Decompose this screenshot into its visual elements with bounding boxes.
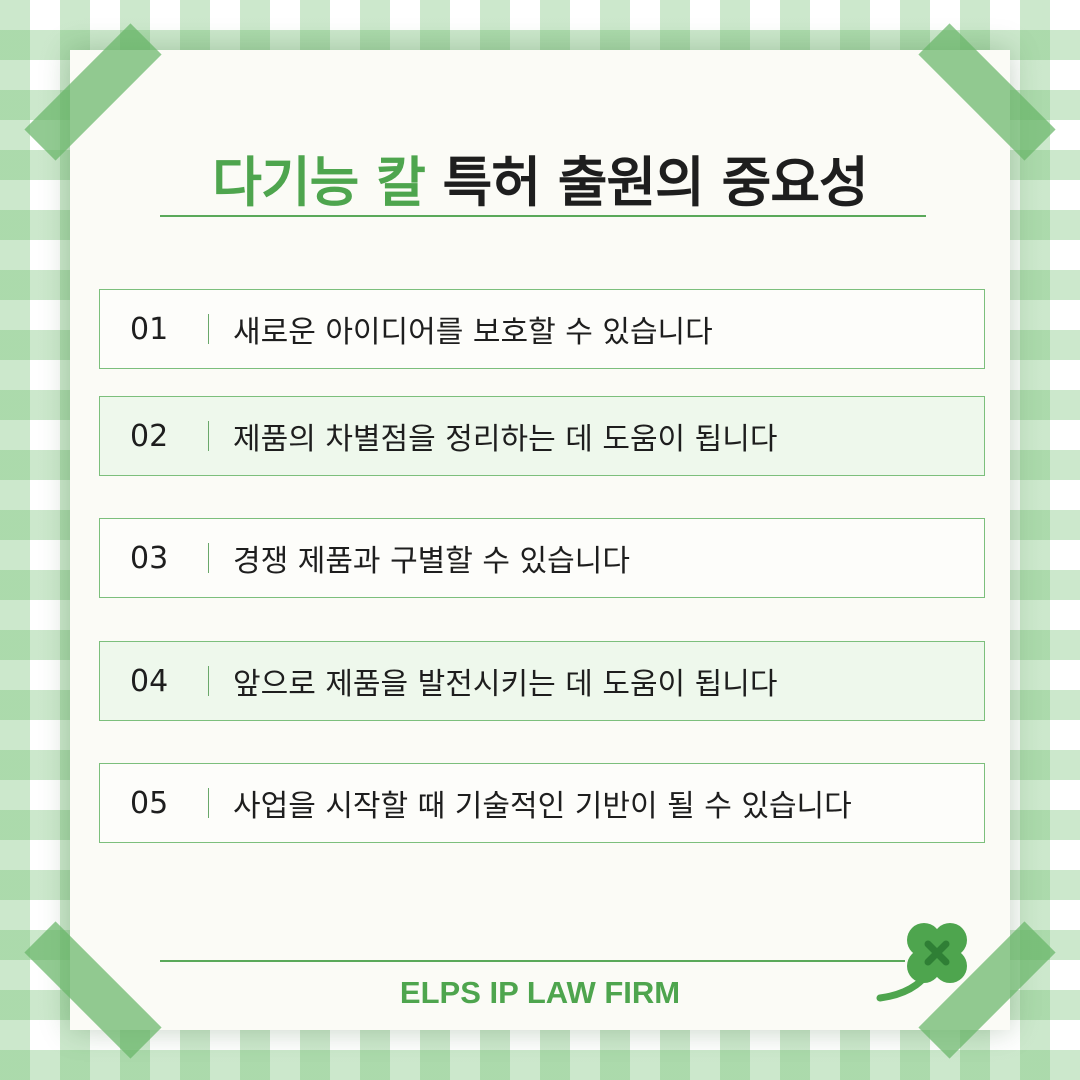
firm-name: ELPS IP LAW FIRM	[399, 975, 681, 1010]
item-separator	[208, 666, 209, 696]
item-separator	[208, 788, 209, 818]
item-number: 02	[130, 418, 169, 454]
item-text: 경쟁 제품과 구별할 수 있습니다	[233, 544, 630, 579]
item-text: 앞으로 제품을 발전시키는 데 도움이 됩니다	[233, 667, 778, 702]
item-number: 05	[130, 785, 169, 821]
list-item-05: 05 사업을 시작할 때 기술적인 기반이 될 수 있습니다	[99, 763, 985, 843]
page-title: 다기능 칼 특허 출원의 중요성	[0, 138, 1080, 217]
list-item-02: 02 제품의 차별점을 정리하는 데 도움이 됩니다	[99, 396, 985, 476]
item-number: 04	[130, 663, 169, 699]
item-separator	[208, 314, 209, 344]
item-number: 01	[130, 311, 169, 347]
item-text: 사업을 시작할 때 기술적인 기반이 될 수 있습니다	[233, 789, 852, 824]
list-item-04: 04 앞으로 제품을 발전시키는 데 도움이 됩니다	[99, 641, 985, 721]
list-item-01: 01 새로운 아이디어를 보호할 수 있습니다	[99, 289, 985, 369]
item-separator	[208, 543, 209, 573]
footer-divider	[160, 960, 905, 962]
item-separator	[208, 421, 209, 451]
title-accent: 다기능 칼	[212, 151, 426, 214]
item-text: 새로운 아이디어를 보호할 수 있습니다	[233, 315, 713, 350]
item-number: 03	[130, 540, 169, 576]
item-text: 제품의 차별점을 정리하는 데 도움이 됩니다	[233, 422, 778, 457]
title-divider	[160, 215, 926, 217]
clover-icon	[876, 923, 967, 1002]
title-rest: 특허 출원의 중요성	[442, 151, 869, 214]
list-item-03: 03 경쟁 제품과 구별할 수 있습니다	[99, 518, 985, 598]
